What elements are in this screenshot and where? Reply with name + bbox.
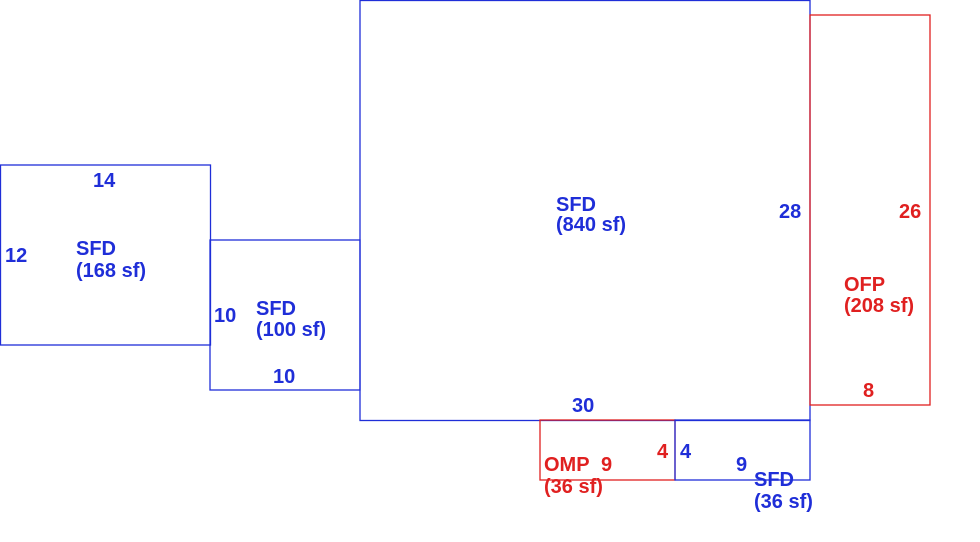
main-house-code-label: SFD xyxy=(556,194,596,216)
small-porch-code-label: OMP xyxy=(544,454,590,476)
left-wing-top-dimension: 14 xyxy=(93,170,116,192)
connector-area-label: (100 sf) xyxy=(256,319,326,341)
front-porch-side-dimension: 26 xyxy=(899,201,921,223)
front-porch-area-label: (208 sf) xyxy=(844,295,914,317)
connector-bottom-dimension: 10 xyxy=(273,366,295,388)
front-porch-bottom-dimension: 8 xyxy=(863,380,874,402)
left-wing-side-dimension: 12 xyxy=(5,245,27,267)
connector-code-label: SFD xyxy=(256,298,296,320)
front-porch-code-label: OFP xyxy=(844,274,885,296)
small-porch-area-label: (36 sf) xyxy=(544,476,603,498)
small-porch-width-dimension: 9 xyxy=(601,454,612,476)
main-house-area-label: (840 sf) xyxy=(556,214,626,236)
main-house-bottom-dimension: 30 xyxy=(572,395,594,417)
left-wing-area-label: (168 sf) xyxy=(76,260,146,282)
main-house-side-dimension: 28 xyxy=(779,201,801,223)
small-addition-width-dimension: 9 xyxy=(736,454,747,476)
small-addition-outline xyxy=(674,419,811,481)
small-addition-area-label: (36 sf) xyxy=(754,491,813,513)
small-porch-side-dimension: 4 xyxy=(657,441,669,463)
small-addition-side-dimension: 4 xyxy=(680,441,692,463)
connector-side-dimension: 10 xyxy=(214,305,236,327)
small-addition-code-label: SFD xyxy=(754,469,794,491)
front-porch-outline xyxy=(809,14,931,406)
left-wing-code-label: SFD xyxy=(76,238,116,260)
